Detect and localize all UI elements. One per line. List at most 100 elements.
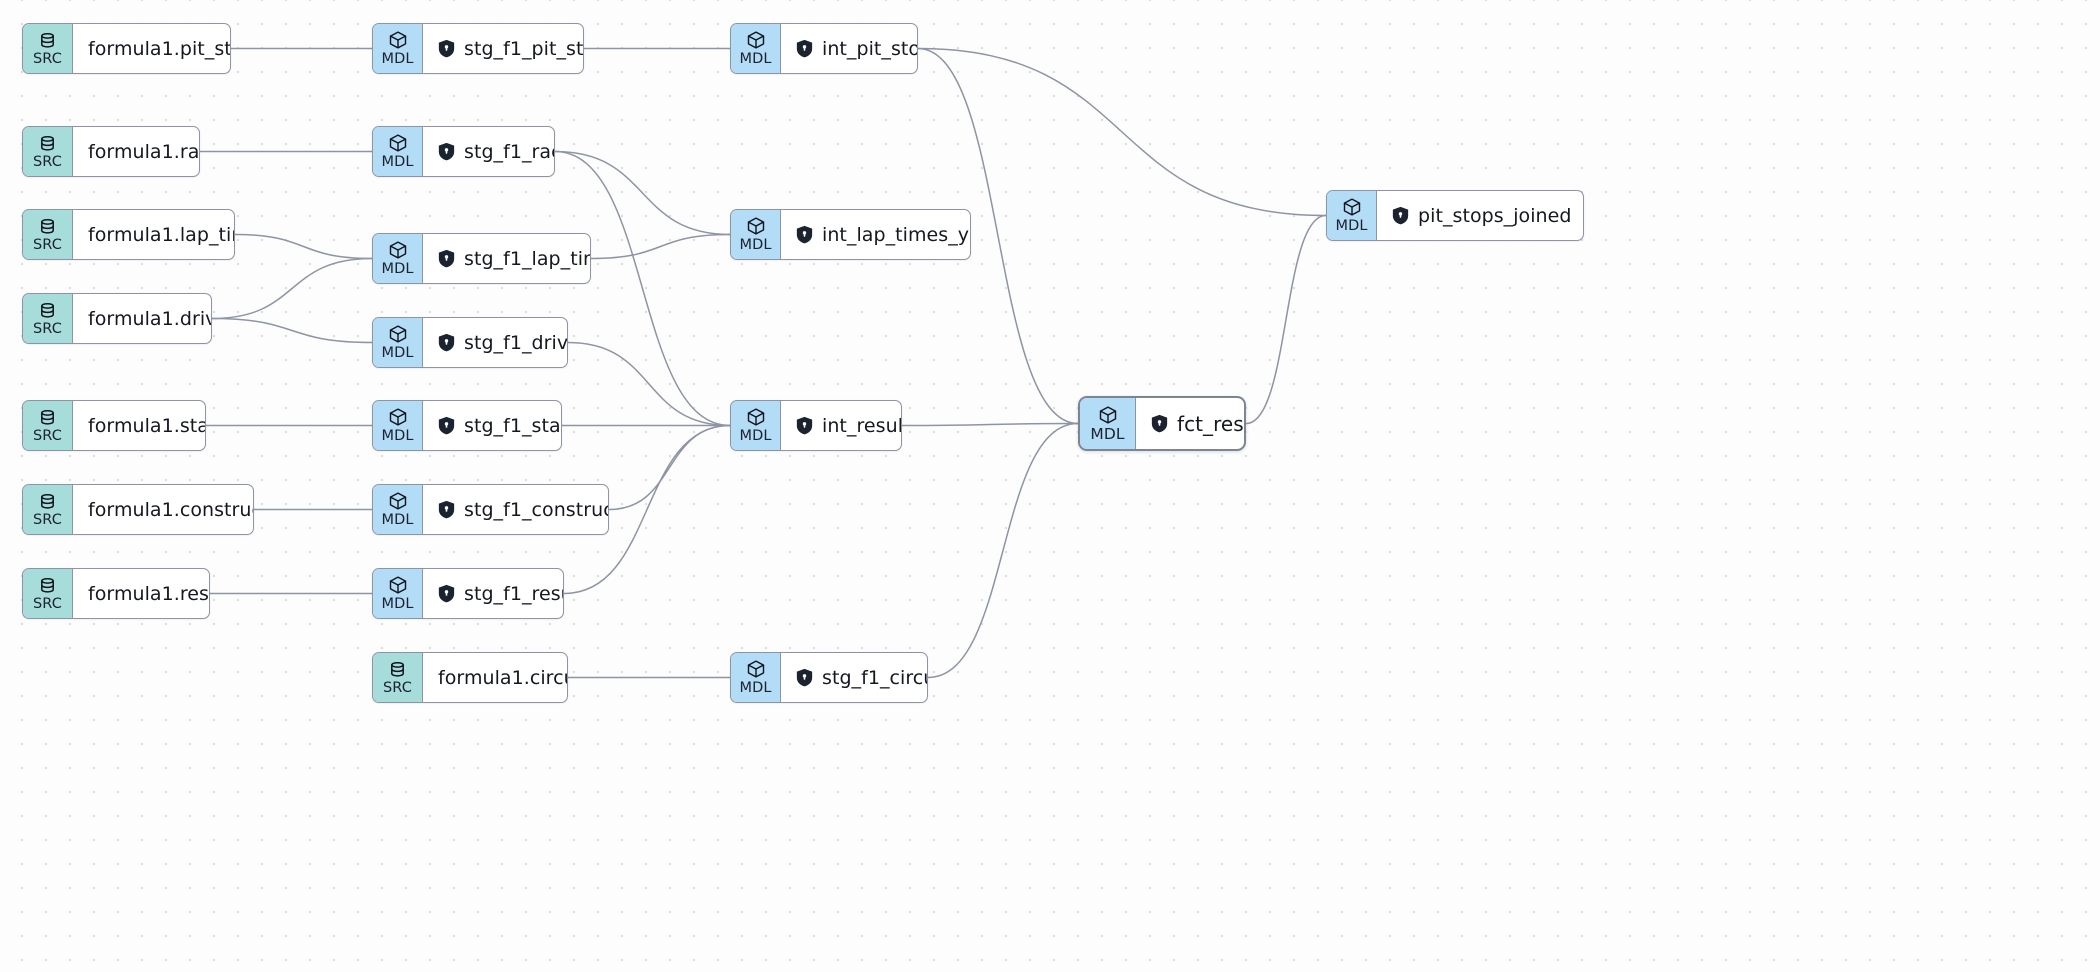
- node-label: stg_f1_status: [464, 414, 561, 437]
- database-icon: [41, 302, 54, 318]
- graph-edge: [567, 341, 731, 427]
- badge-label: SRC: [33, 595, 62, 612]
- node-label: stg_f1_results: [464, 582, 563, 605]
- node-body: stg_f1_lap_times: [423, 234, 590, 283]
- badge-label: MDL: [739, 428, 772, 445]
- node-label: stg_f1_races: [464, 140, 554, 163]
- graph-edge: [234, 233, 373, 260]
- graph-node-stg_results[interactable]: MDL stg_f1_results: [372, 568, 564, 619]
- database-icon: [391, 661, 404, 677]
- node-body: int_lap_times_years: [781, 210, 970, 259]
- graph-node-stg_drivers[interactable]: MDL stg_f1_drivers: [372, 317, 568, 368]
- graph-node-src_constructors[interactable]: SRC formula1.constructors: [22, 484, 254, 535]
- badge-label: SRC: [33, 236, 62, 253]
- database-icon: [41, 409, 54, 425]
- graph-node-fct_results[interactable]: MDL fct_results: [1078, 396, 1246, 451]
- cube-icon: [747, 217, 764, 235]
- node-body: formula1.status: [73, 401, 205, 450]
- model-type-badge: MDL: [373, 569, 423, 618]
- badge-label: MDL: [381, 345, 414, 362]
- node-label: stg_f1_constructors: [464, 498, 608, 521]
- shield-lock-icon: [796, 416, 813, 435]
- shield-lock-icon: [796, 39, 813, 58]
- source-type-badge: SRC: [23, 210, 73, 259]
- node-label: int_lap_times_years: [822, 223, 970, 246]
- badge-label: MDL: [1335, 218, 1368, 235]
- node-label: formula1.constructors: [88, 498, 253, 521]
- database-icon: [41, 577, 54, 593]
- node-body: formula1.constructors: [73, 485, 253, 534]
- node-label: formula1.status: [88, 414, 205, 437]
- graph-node-int_lap_times[interactable]: MDL int_lap_times_years: [730, 209, 971, 260]
- cube-icon: [747, 31, 764, 49]
- node-body: stg_f1_circuits: [781, 653, 927, 702]
- shield-lock-icon: [438, 333, 455, 352]
- badge-label: MDL: [381, 51, 414, 68]
- source-type-badge: SRC: [23, 569, 73, 618]
- graph-node-stg_pit_stops[interactable]: MDL stg_f1_pit_stops: [372, 23, 584, 74]
- source-type-badge: SRC: [23, 24, 73, 73]
- graph-edge: [927, 422, 1079, 679]
- cube-icon: [1343, 198, 1360, 216]
- model-type-badge: MDL: [731, 653, 781, 702]
- node-label: pit_stops_joined: [1418, 204, 1572, 227]
- graph-node-src_circuits[interactable]: SRC formula1.circuits: [372, 652, 568, 703]
- graph-edge: [590, 233, 731, 260]
- node-body: int_results: [781, 401, 901, 450]
- node-body: stg_f1_results: [423, 569, 563, 618]
- node-label: formula1.lap_times: [88, 223, 234, 246]
- shield-lock-icon: [796, 225, 813, 244]
- graph-edge: [1245, 214, 1327, 425]
- model-type-badge: MDL: [373, 318, 423, 367]
- model-type-badge: MDL: [731, 210, 781, 259]
- cube-icon: [389, 492, 406, 510]
- source-type-badge: SRC: [23, 294, 73, 343]
- cube-icon: [389, 134, 406, 152]
- cube-icon: [389, 408, 406, 426]
- node-label: formula1.circuits: [438, 666, 567, 689]
- shield-lock-icon: [796, 668, 813, 687]
- graph-node-src_lap_times[interactable]: SRC formula1.lap_times: [22, 209, 235, 260]
- node-body: formula1.drivers: [73, 294, 211, 343]
- model-type-badge: MDL: [1080, 398, 1136, 449]
- model-type-badge: MDL: [731, 401, 781, 450]
- graph-node-src_races[interactable]: SRC formula1.races: [22, 126, 200, 177]
- graph-edge: [554, 150, 731, 236]
- graph-edge: [211, 257, 373, 320]
- cube-icon: [389, 325, 406, 343]
- shield-lock-icon: [1392, 206, 1409, 225]
- badge-label: MDL: [381, 596, 414, 613]
- node-label: fct_results: [1177, 411, 1244, 436]
- badge-label: SRC: [383, 679, 412, 696]
- shield-lock-icon: [438, 142, 455, 161]
- badge-label: MDL: [739, 237, 772, 254]
- node-body: pit_stops_joined: [1377, 191, 1583, 240]
- node-body: stg_f1_drivers: [423, 318, 567, 367]
- node-body: fct_results: [1136, 398, 1244, 449]
- node-label: int_pit_stops: [822, 37, 917, 60]
- graph-edge: [608, 424, 731, 511]
- cube-icon: [1099, 406, 1116, 424]
- database-icon: [41, 135, 54, 151]
- node-label: stg_f1_pit_stops: [464, 37, 584, 60]
- node-body: formula1.pit_stops: [73, 24, 230, 73]
- node-label: formula1.races: [88, 140, 200, 163]
- badge-label: SRC: [33, 511, 62, 528]
- node-body: formula1.lap_times: [73, 210, 234, 259]
- shield-lock-icon: [1151, 414, 1168, 433]
- badge-label: SRC: [33, 153, 62, 170]
- graph-node-int_results[interactable]: MDL int_results: [730, 400, 902, 451]
- graph-node-pit_stops_joined[interactable]: MDL pit_stops_joined: [1326, 190, 1584, 241]
- badge-label: SRC: [33, 320, 62, 337]
- graph-node-src_drivers[interactable]: SRC formula1.drivers: [22, 293, 212, 344]
